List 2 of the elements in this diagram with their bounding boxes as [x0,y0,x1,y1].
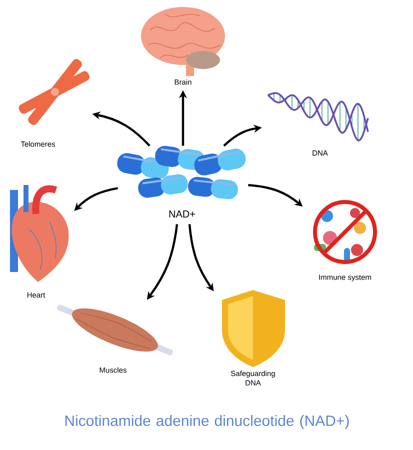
node-label: NAD+ [169,210,195,218]
title: Nicotinamide adenine dinucleotide (NAD+) [65,415,349,429]
